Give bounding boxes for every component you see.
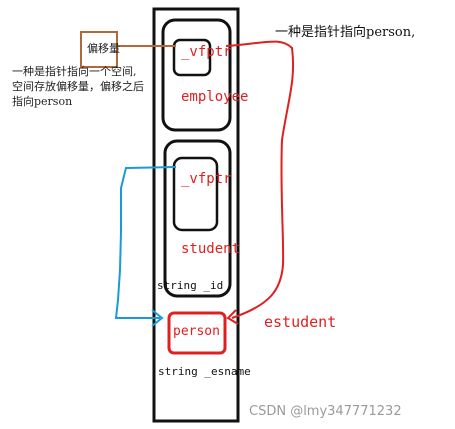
- student-subobject-box: [163, 139, 232, 298]
- note-right: 一种是指针指向person,: [275, 24, 415, 40]
- employee-vfptr-box: [172, 38, 212, 77]
- person-label: person: [173, 324, 220, 339]
- employee-subobject-box: [161, 18, 232, 132]
- offset-box: [80, 31, 118, 68]
- vfptr-top-label: _vfptr: [181, 44, 232, 60]
- student-label: student: [181, 241, 240, 257]
- red-arrowhead: [226, 309, 239, 325]
- vfptr-mid-label: _vfptr: [181, 171, 232, 187]
- employee-label: employee: [181, 89, 248, 105]
- watermark: CSDN @lmy347771232: [249, 404, 402, 419]
- student-vfptr-box: [172, 156, 219, 232]
- note-left-line3: 指向person: [12, 94, 72, 108]
- string-id-label: string _id: [157, 279, 223, 292]
- blue-arrowhead: [151, 309, 164, 327]
- estudent-label: estudent: [264, 313, 336, 331]
- note-left-line1: 一种是指针指向一个空间,: [12, 64, 137, 78]
- offset-box-label: 偏移量: [87, 41, 120, 55]
- red-pointer-arrow: [225, 40, 295, 319]
- estudent-object-frame: [152, 7, 240, 423]
- person-subobject-box: [167, 311, 227, 355]
- blue-pointer-arrow: [114, 166, 177, 319]
- string-esname-label: string _esname: [158, 365, 251, 378]
- note-left-line2: 空间存放偏移量，偏移之后: [12, 79, 144, 93]
